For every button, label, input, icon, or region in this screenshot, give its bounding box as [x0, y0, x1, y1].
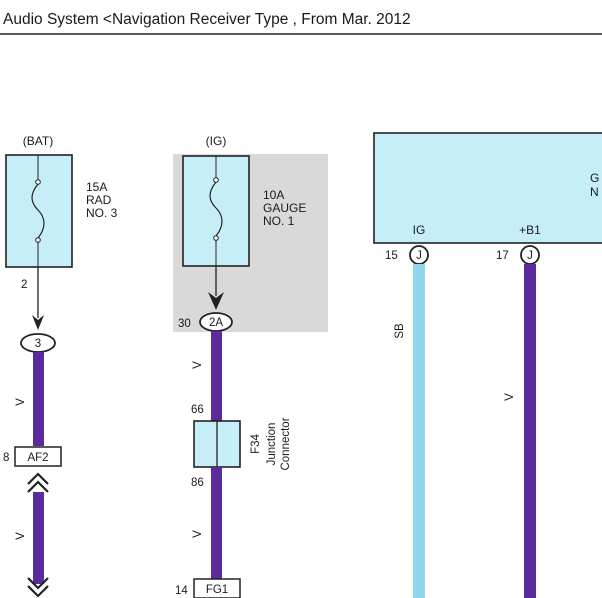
fuse-2-name-line1: GAUGE [263, 201, 306, 215]
navigation-receiver-box [373, 132, 602, 244]
wire-sky-blue [413, 264, 425, 598]
wire-violet-segment [211, 331, 222, 421]
wire-code-v: V [192, 530, 204, 538]
connector-oval-2a-label: 2A [209, 317, 223, 329]
connector-af2 [14, 446, 62, 467]
arrow-down-icon [32, 315, 44, 330]
fg1-pin: 14 [175, 585, 188, 597]
arrow-down-icon [208, 292, 224, 310]
junction-id: F34 [250, 433, 262, 453]
wire-code-v: V [15, 398, 27, 406]
chevron-up-icon [27, 472, 49, 493]
terminal-ig-name: IG [413, 223, 426, 237]
fuse-1-symbol-icon [31, 155, 45, 267]
wire-violet-receiver [524, 264, 536, 598]
connector-fg1 [193, 578, 241, 598]
receiver-name-partial-2: N [590, 185, 599, 199]
wire-code-v: V [15, 532, 27, 540]
wire-violet-segment [33, 492, 44, 584]
fuse-2-symbol-icon [209, 156, 223, 266]
af2-pin: 8 [3, 452, 9, 464]
fuse-1-name-line1: RAD [86, 193, 112, 207]
connector-af2-label: AF2 [27, 452, 48, 464]
fuse-1-source-label: (BAT) [23, 134, 53, 148]
wire-code-v: V [192, 361, 204, 369]
terminal-b1-pin: 17 [496, 250, 509, 262]
terminal-b1-connector-label: J [527, 250, 533, 262]
fuse-2-out-pin: 30 [178, 318, 191, 330]
chevron-down-icon [27, 577, 49, 598]
wire-code-v: V [504, 393, 516, 401]
fuse-2-rating: 10A [263, 188, 284, 202]
wire-violet-segment [211, 467, 222, 579]
diagram-title: Audio System <Navigation Receiver Type ,… [3, 11, 411, 28]
wire-code-sb: SB [394, 323, 406, 339]
wire-violet-segment [33, 352, 44, 446]
junction-pin-bottom: 86 [191, 477, 204, 489]
junction-name-line1: Junction [266, 423, 278, 466]
fuse-2-name-line2: NO. 1 [263, 214, 295, 228]
fuse-2-source-label: (IG) [206, 134, 227, 148]
fuse-1-name-line2: NO. 3 [86, 206, 118, 220]
fuse-1-rating: 15A [86, 180, 107, 194]
receiver-name-partial-1: G [590, 171, 599, 185]
terminal-ig-connector-label: J [416, 250, 422, 262]
fuse-1-out-pin: 2 [21, 279, 27, 291]
connector-oval-3-label: 3 [35, 338, 41, 350]
junction-name-line2: Connector [280, 417, 292, 470]
terminal-b1-name: +B1 [519, 223, 541, 237]
connector-fg1-label: FG1 [206, 584, 228, 596]
terminal-ig-pin: 15 [385, 250, 398, 262]
junction-pin-top: 66 [191, 404, 204, 416]
